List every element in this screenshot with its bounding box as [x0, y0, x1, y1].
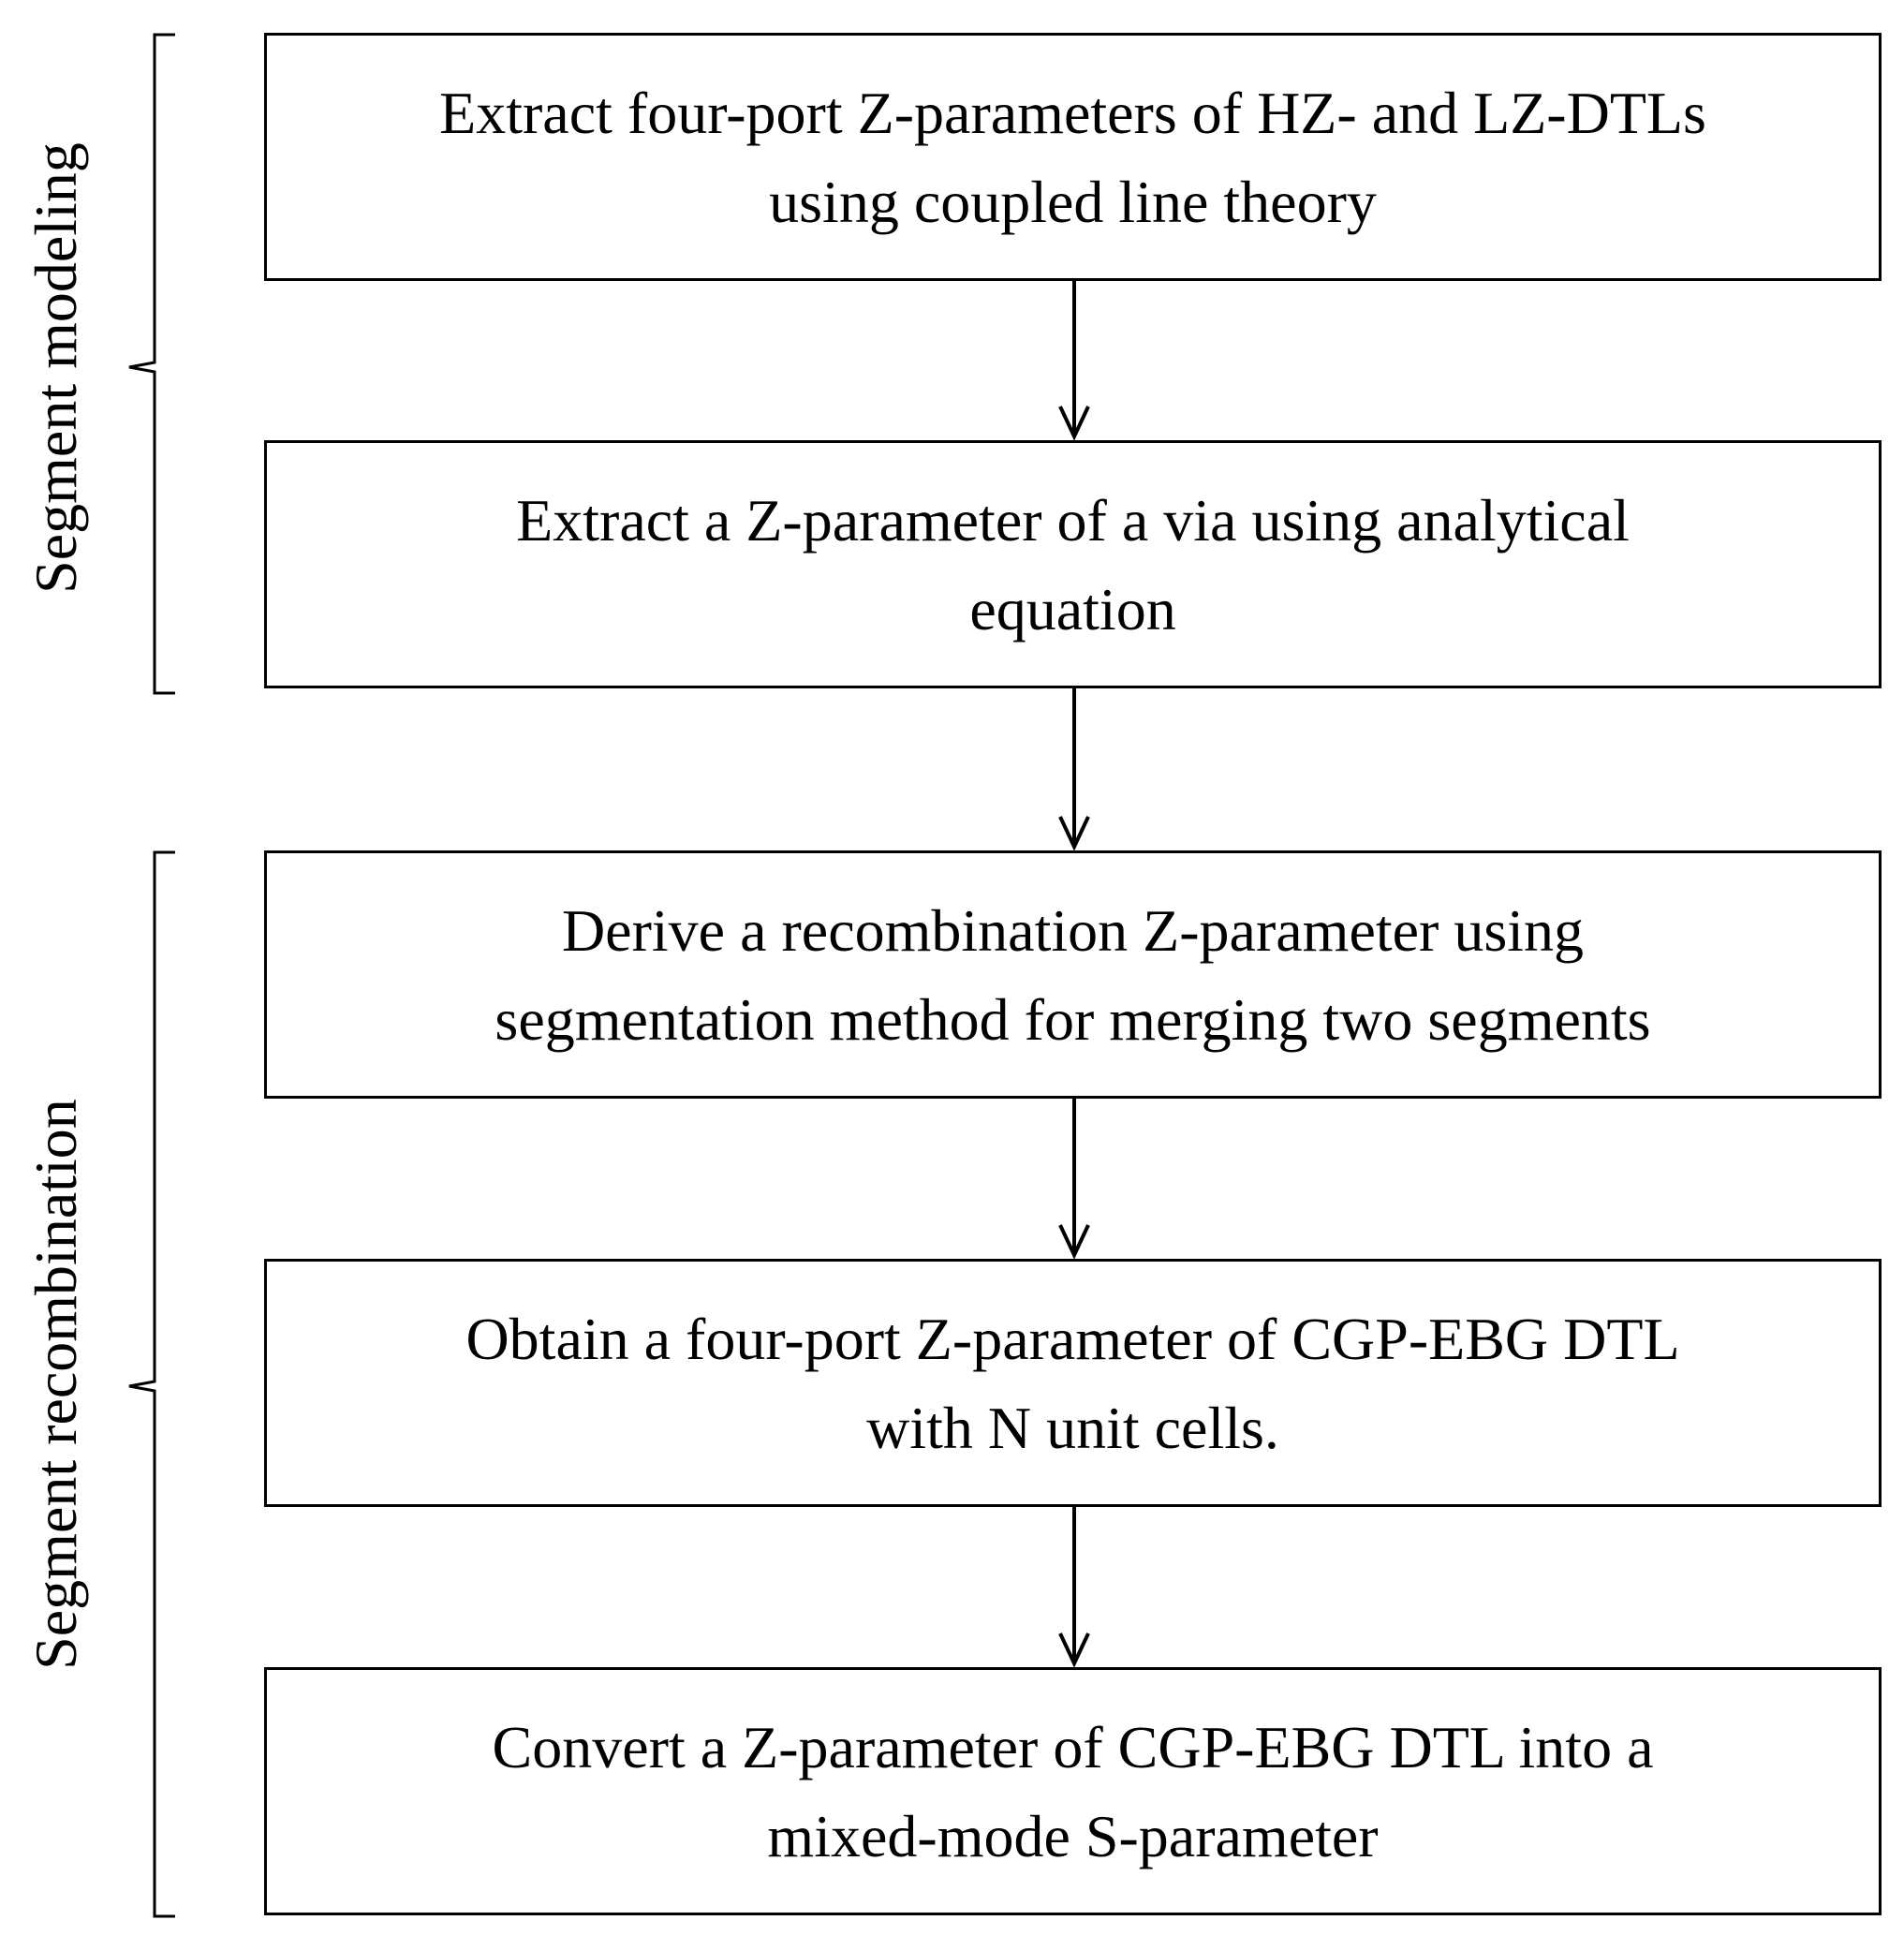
- bracket-segment-modeling: [128, 33, 175, 695]
- step-line: mixed-mode S-parameter: [767, 1802, 1379, 1869]
- step-text: Extract four-port Z-parameters of HZ- an…: [421, 68, 1725, 246]
- step-box-convert-to-s-parameter: Convert a Z-parameter of CGP-EBG DTL int…: [264, 1667, 1882, 1915]
- step-line: Convert a Z-parameter of CGP-EBG DTL int…: [492, 1713, 1654, 1780]
- arrow-step4-to-step5: [1058, 1507, 1090, 1668]
- step-box-obtain-four-port-z-parameter: Obtain a four-port Z-parameter of CGP-EB…: [264, 1259, 1882, 1507]
- step-line: with N unit cells.: [866, 1394, 1279, 1461]
- arrow-step3-to-step4: [1058, 1099, 1090, 1260]
- arrow-step2-to-step3: [1058, 688, 1090, 851]
- step-line: using coupled line theory: [769, 168, 1377, 235]
- step-line: segmentation method for merging two segm…: [494, 985, 1651, 1053]
- step-line: Extract a Z-parameter of a via using ana…: [516, 486, 1630, 554]
- step-text: Obtain a four-port Z-parameter of CGP-EB…: [447, 1294, 1698, 1472]
- step-box-extract-via-z-parameter: Extract a Z-parameter of a via using ana…: [264, 440, 1882, 688]
- step-line: Derive a recombination Z-parameter using: [561, 896, 1585, 964]
- step-text: Extract a Z-parameter of a via using ana…: [497, 476, 1648, 654]
- group-label-segment-modeling: Segment modeling: [22, 142, 89, 594]
- group-label-segment-recombination: Segment recombination: [22, 1099, 89, 1670]
- step-text: Convert a Z-parameter of CGP-EBG DTL int…: [474, 1703, 1673, 1881]
- step-box-extract-dtl-z-parameters: Extract four-port Z-parameters of HZ- an…: [264, 33, 1882, 281]
- step-box-derive-recombination-z-parameter: Derive a recombination Z-parameter using…: [264, 850, 1882, 1099]
- step-text: Derive a recombination Z-parameter using…: [476, 886, 1669, 1064]
- step-line: Obtain a four-port Z-parameter of CGP-EB…: [465, 1305, 1680, 1372]
- bracket-segment-recombination: [128, 850, 175, 1918]
- arrow-step1-to-step2: [1058, 281, 1090, 441]
- step-line: Extract four-port Z-parameters of HZ- an…: [439, 79, 1706, 146]
- step-line: equation: [969, 575, 1176, 643]
